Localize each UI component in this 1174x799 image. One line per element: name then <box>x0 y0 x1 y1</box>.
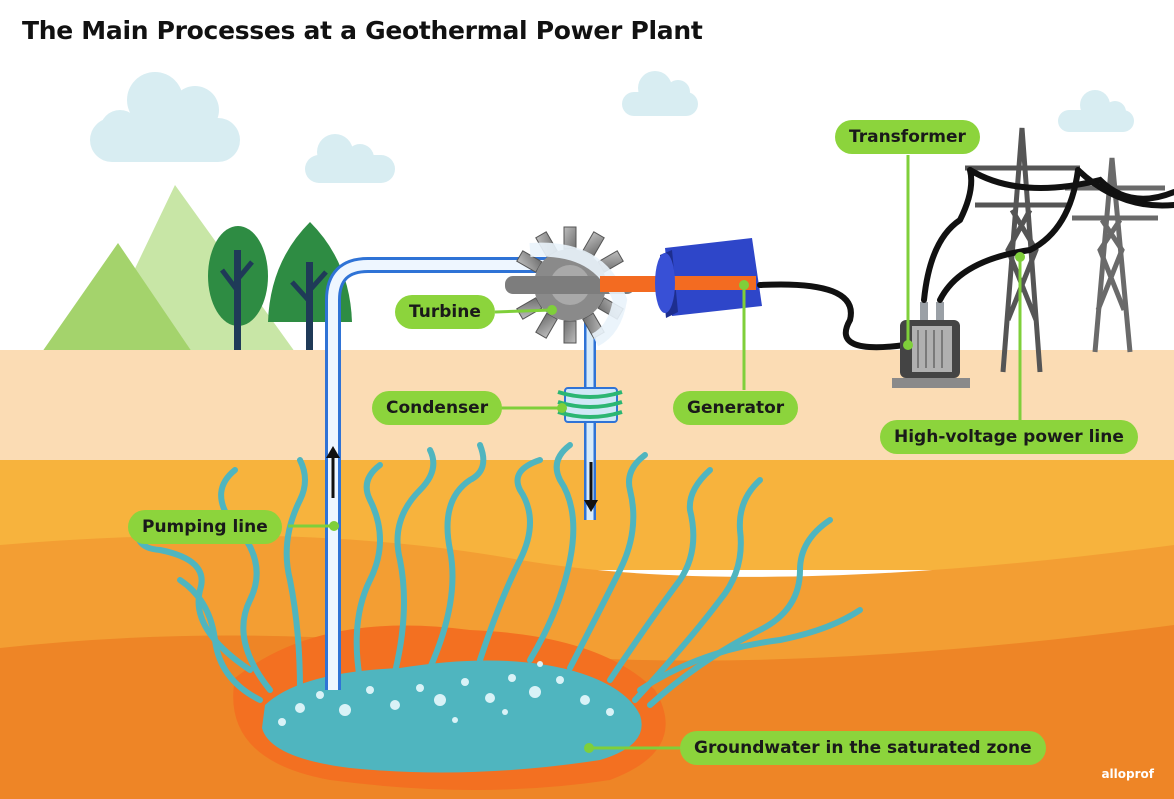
leader-lines <box>288 155 1022 750</box>
condenser-icon <box>557 387 623 423</box>
generator-icon <box>655 238 762 318</box>
down-arrow <box>584 462 598 512</box>
alloprof-logo: alloprof <box>1101 767 1154 781</box>
mountain <box>42 243 192 352</box>
power-tower <box>1065 157 1165 353</box>
pumping-pipe <box>325 257 585 690</box>
generator-label: Generator <box>673 391 799 425</box>
tree <box>208 226 268 352</box>
condenser-label: Condenser <box>372 391 503 425</box>
transformer-label: Transformer <box>835 120 980 154</box>
power-lines <box>921 167 1174 303</box>
power-tower <box>965 127 1080 373</box>
turbine-icon <box>505 226 635 347</box>
page-title: The Main Processes at a Geothermal Power… <box>22 16 703 45</box>
cloud <box>622 71 698 116</box>
pumping-line-label: Pumping line <box>128 510 282 544</box>
cloud <box>1058 90 1134 132</box>
power-cable <box>757 281 908 351</box>
bubbles <box>278 661 614 726</box>
groundwater-channels <box>134 442 863 708</box>
turbine-label: Turbine <box>395 295 495 329</box>
transformer-icon <box>892 302 970 388</box>
groundwater-pool <box>262 660 642 773</box>
leader-dots <box>329 252 1025 753</box>
cloud <box>305 134 395 183</box>
up-arrow <box>326 446 340 498</box>
drive-shaft <box>600 276 670 292</box>
cloud <box>90 72 240 162</box>
power-line-label: High-voltage power line <box>880 420 1138 454</box>
groundwater-label: Groundwater in the saturated zone <box>680 731 1046 765</box>
